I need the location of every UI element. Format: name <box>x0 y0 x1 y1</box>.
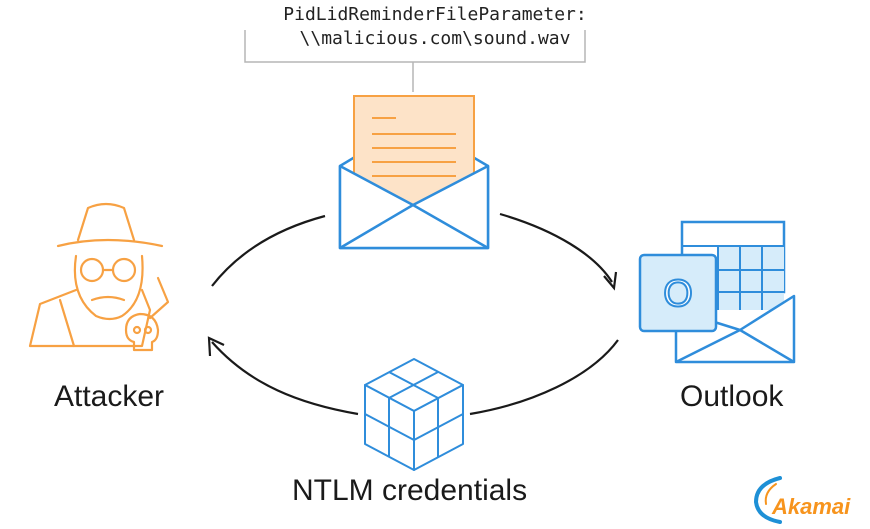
outlook-letter: O <box>663 273 693 315</box>
credentials-label: NTLM credentials <box>292 474 528 507</box>
envelope-letter-icon <box>338 95 490 250</box>
outlook-icon: O <box>638 220 796 364</box>
outlook-label: Outlook <box>680 380 784 413</box>
annotation-bracket <box>244 30 586 92</box>
cubes-icon <box>364 358 464 471</box>
arrow-attacker-to-email <box>211 214 326 287</box>
arrow-credentials-to-attacker <box>207 336 359 416</box>
arrow-email-to-outlook <box>499 212 618 291</box>
attacker-spy-icon <box>28 202 170 352</box>
akamai-logo-text: Akamai <box>772 494 851 519</box>
annotation-line-2: \\malicious.com\sound.wav <box>299 28 571 49</box>
akamai-logo-icon <box>753 476 782 524</box>
annotation-line-1: PidLidReminderFileParameter: <box>283 4 587 25</box>
arrow-outlook-to-credentials <box>469 339 619 416</box>
attacker-label: Attacker <box>54 380 165 413</box>
